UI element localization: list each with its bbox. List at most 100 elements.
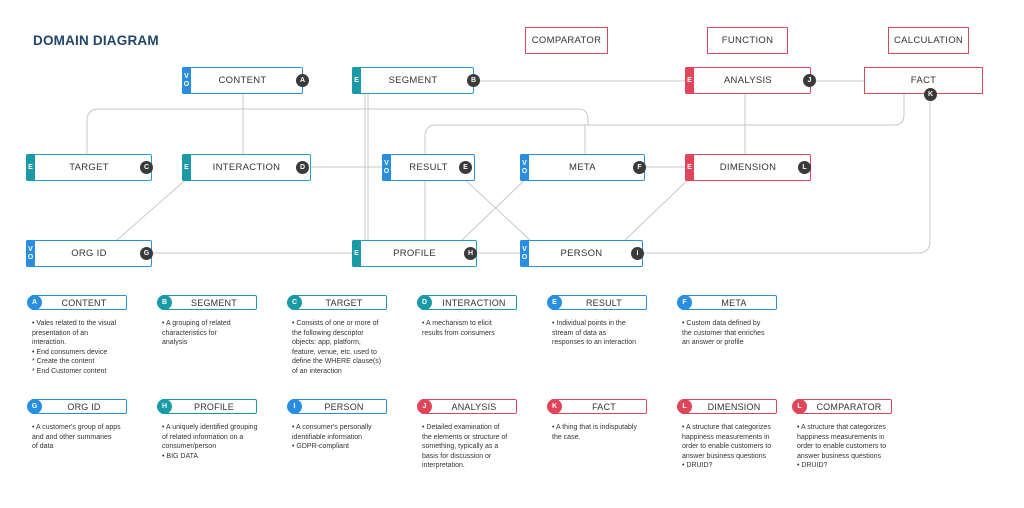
legend-name: TARGET <box>325 297 363 308</box>
legend-head-person: I PERSON <box>287 399 387 414</box>
entity-tag: E <box>26 154 35 181</box>
node-target-letter: C <box>140 161 153 174</box>
legend-letter: F <box>677 295 692 310</box>
node-interaction-letter: D <box>296 161 309 174</box>
legend-letter: A <box>27 295 42 310</box>
node-content-letter: A <box>296 74 309 87</box>
legend-desc-fact: • A thing that is indisputably the case. <box>552 424 637 441</box>
link-fact-result <box>424 94 905 154</box>
legend-letter: L <box>677 399 692 414</box>
node-profile-letter: H <box>464 247 477 260</box>
node-fact-label: FACT <box>910 75 937 86</box>
legend-desc-analysis: • Detailed examination of the elements o… <box>422 424 508 470</box>
link-interaction-orgid <box>116 175 191 241</box>
function-tag: E <box>685 67 694 94</box>
node-fact[interactable]: FACT K <box>864 67 983 101</box>
legend-head-target: C TARGET <box>287 295 387 310</box>
legend-desc-content: • Vales related to the visual presentati… <box>32 320 117 375</box>
node-fact-letter: K <box>924 88 937 101</box>
legend-desc-person: • A consumer's personally identifiable i… <box>292 424 372 451</box>
link-meta-profile <box>461 174 531 241</box>
entity-tag: E <box>352 67 361 94</box>
comparator-box[interactable]: COMPARATOR <box>525 27 608 54</box>
legend-head-dimension: L DIMENSION <box>677 399 777 414</box>
entity-tag: E <box>182 154 191 181</box>
link-person-fact <box>643 101 931 254</box>
function-label: FUNCTION <box>721 35 774 46</box>
node-analysis-letter: J <box>803 74 816 87</box>
entity-tag: E <box>352 240 361 267</box>
node-interaction-label: INTERACTION <box>212 162 281 173</box>
legend-name: COMPARATOR <box>816 401 882 412</box>
legend-head-analysis: J ANALYSIS <box>417 399 517 414</box>
legend-letter: L <box>792 399 807 414</box>
legend-desc-segment: • A grouping of related characteristics … <box>162 320 231 347</box>
legend-head-result: E RESULT <box>547 295 647 310</box>
legend-letter: G <box>27 399 42 414</box>
legend-name: PERSON <box>324 401 364 412</box>
function-box[interactable]: FUNCTION <box>707 27 788 54</box>
node-dimension[interactable]: E DIMENSION L <box>685 154 811 181</box>
node-person-label: PERSON <box>560 248 603 259</box>
node-target-label: TARGET <box>69 162 109 173</box>
node-dimension-letter: L <box>798 161 811 174</box>
node-content-label: CONTENT <box>218 75 267 86</box>
node-result-letter: E <box>459 161 472 174</box>
legend-head-fact: K FACT <box>547 399 647 414</box>
node-segment-label: SEGMENT <box>388 75 438 86</box>
legend-name: META <box>721 297 747 308</box>
page-title: DOMAIN DIAGRAM <box>33 33 159 48</box>
node-result-label: RESULT <box>409 162 448 173</box>
legend-name: DIMENSION <box>707 401 761 412</box>
legend-letter: J <box>417 399 432 414</box>
link-dimension-person <box>624 175 693 241</box>
legend-letter: H <box>157 399 172 414</box>
legend-head-meta: F META <box>677 295 777 310</box>
link-target-bus <box>86 108 890 154</box>
link-result-person <box>459 174 531 241</box>
node-dimension-label: DIMENSION <box>719 162 777 173</box>
legend-letter: I <box>287 399 302 414</box>
node-profile-label: PROFILE <box>393 248 436 259</box>
node-analysis[interactable]: E ANALYSIS J <box>685 67 816 94</box>
node-org-id-label: ORG ID <box>71 248 107 259</box>
legend-name: SEGMENT <box>191 297 237 308</box>
node-segment[interactable]: E SEGMENT B <box>352 67 480 94</box>
node-person-letter: I <box>631 247 644 260</box>
legend-name: CONTENT <box>61 297 107 308</box>
legend-letter: B <box>157 295 172 310</box>
legend-name: ORG ID <box>67 401 101 412</box>
legend-letter: E <box>547 295 562 310</box>
legend-name: PROFILE <box>194 401 234 412</box>
legend-name: INTERACTION <box>442 297 506 308</box>
node-profile[interactable]: E PROFILE H <box>352 240 477 267</box>
legend-desc-org-id: • A customer's group of apps and and oth… <box>32 424 121 451</box>
legend-desc-comparator: • A structure that categorizes happiness… <box>797 424 887 470</box>
legend-name: ANALYSIS <box>451 401 497 412</box>
legend-head-comparator: L COMPARATOR <box>792 399 892 414</box>
legend-head-interaction: D INTERACTION <box>417 295 517 310</box>
node-meta-label: META <box>569 162 596 173</box>
legend-desc-meta: • Custom data defined by the customer th… <box>682 320 765 347</box>
legend-head-org-id: G ORG ID <box>27 399 127 414</box>
function-tag: E <box>685 154 694 181</box>
legend-desc-interaction: • A mechanism to elicit results from con… <box>422 320 495 337</box>
calculation-box[interactable]: CALCULATION <box>888 27 969 54</box>
legend-head-segment: B SEGMENT <box>157 295 257 310</box>
node-target[interactable]: E TARGET C <box>26 154 153 181</box>
legend-name: RESULT <box>585 297 623 308</box>
legend-head-content: A CONTENT <box>27 295 127 310</box>
node-analysis-label: ANALYSIS <box>723 75 773 86</box>
node-meta-letter: F <box>633 161 646 174</box>
node-interaction[interactable]: E INTERACTION D <box>182 154 311 181</box>
